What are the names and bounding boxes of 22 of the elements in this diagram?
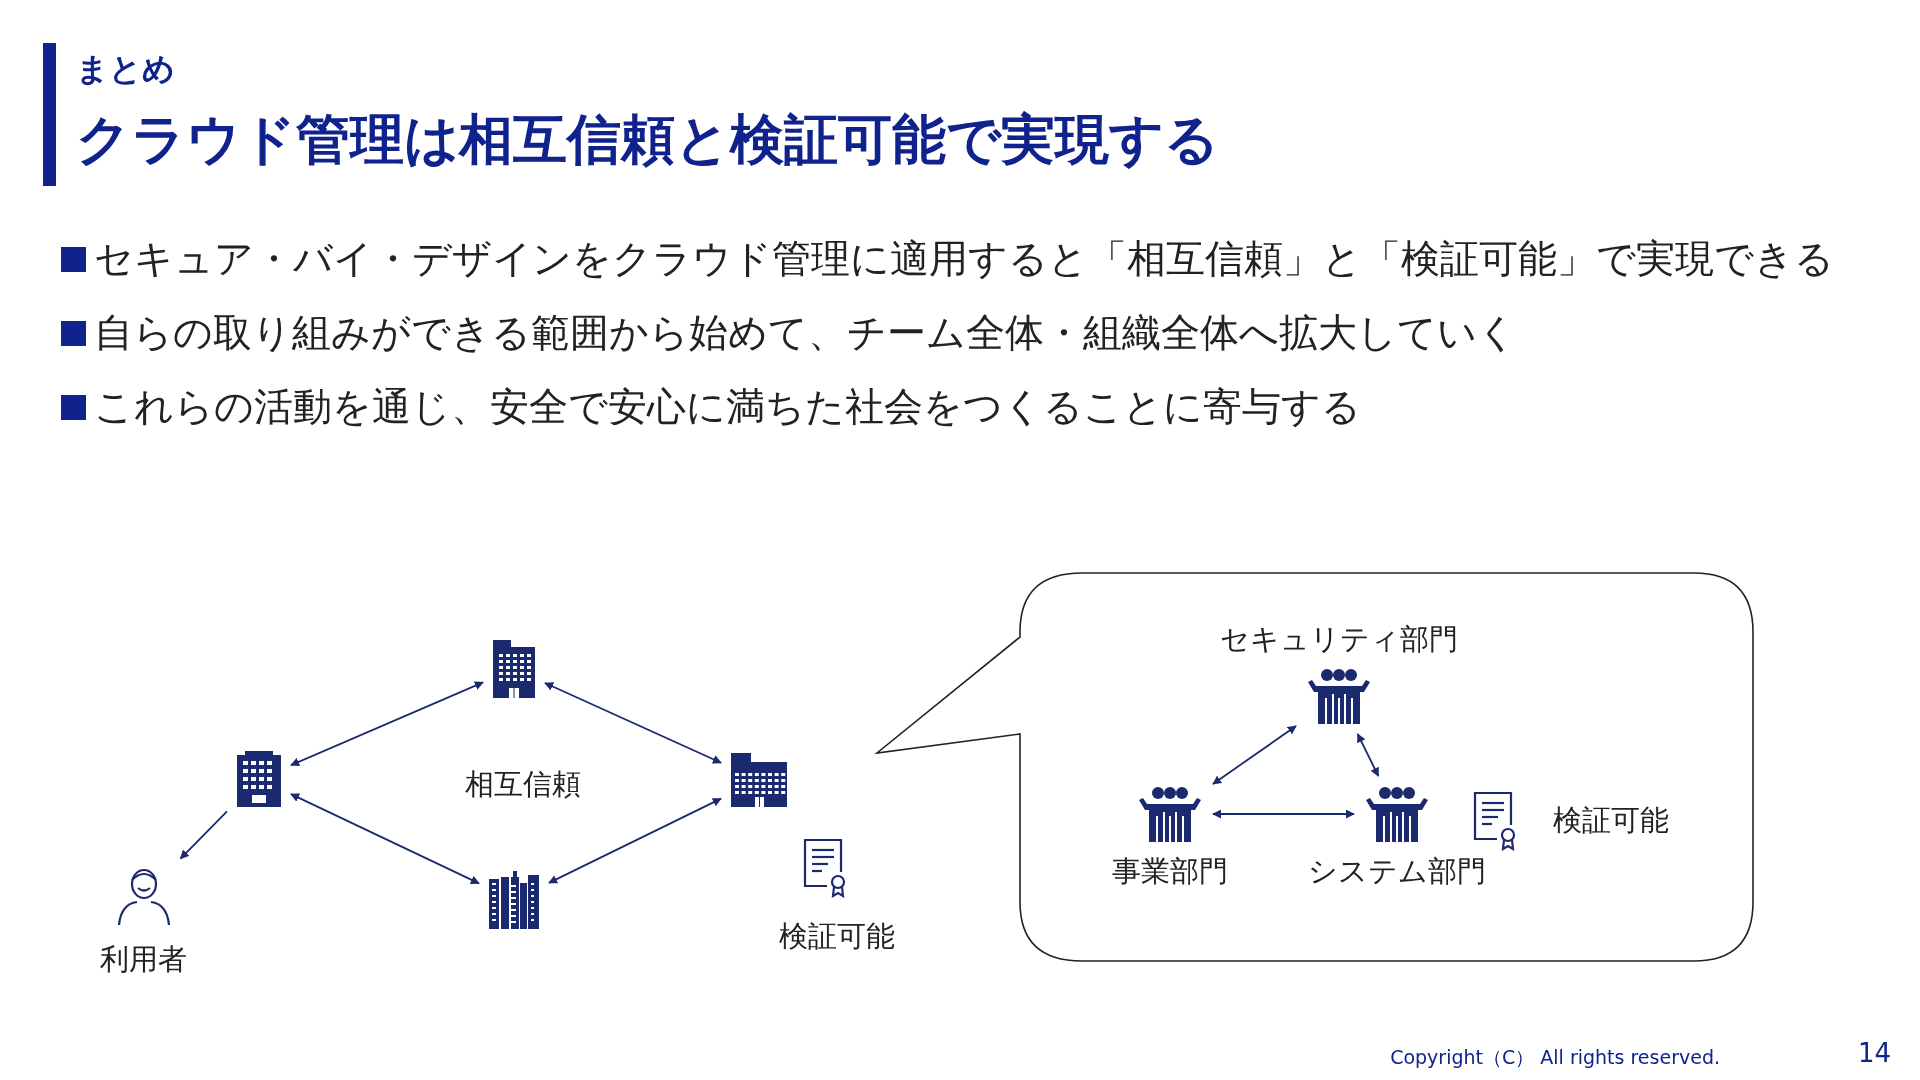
node-label: 利用者 xyxy=(100,941,187,978)
arrow xyxy=(290,681,484,767)
copyright-text: Copyright（C） All rights reserved. xyxy=(1390,1045,1720,1070)
bullet-text: セキュア・バイ・デザインをクラウド管理に適用すると「相互信頼」と「検証可能」で実現できる xyxy=(94,235,1834,283)
diagram-label: 検証可能 xyxy=(779,918,895,955)
bullet-text: これらの活動を通じ、安全で安心に満ちた社会をつくることに寄与する xyxy=(94,383,1361,431)
section-label: まとめ xyxy=(76,49,175,90)
arrow xyxy=(1356,733,1380,777)
arrow xyxy=(548,797,722,884)
arrow xyxy=(290,793,480,885)
node-label: システム部門 xyxy=(1308,853,1486,890)
arrow xyxy=(179,810,228,860)
node-label: 事業部門 xyxy=(1112,853,1228,890)
arrow xyxy=(544,682,722,764)
bullet-text: 自らの取り組みができる範囲から始めて、チーム全体・組織全体へ拡大していく xyxy=(94,309,1517,357)
diagram-label: 相互信頼 xyxy=(465,766,581,803)
node-label: セキュリティ部門 xyxy=(1220,621,1458,658)
arrow xyxy=(1212,809,1355,819)
page-number: 14 xyxy=(1858,1038,1892,1068)
diagram-label: 検証可能 xyxy=(1553,802,1669,839)
arrow xyxy=(1212,725,1297,785)
slide-title: クラウド管理は相互信頼と検証可能で実現する xyxy=(76,107,1219,173)
